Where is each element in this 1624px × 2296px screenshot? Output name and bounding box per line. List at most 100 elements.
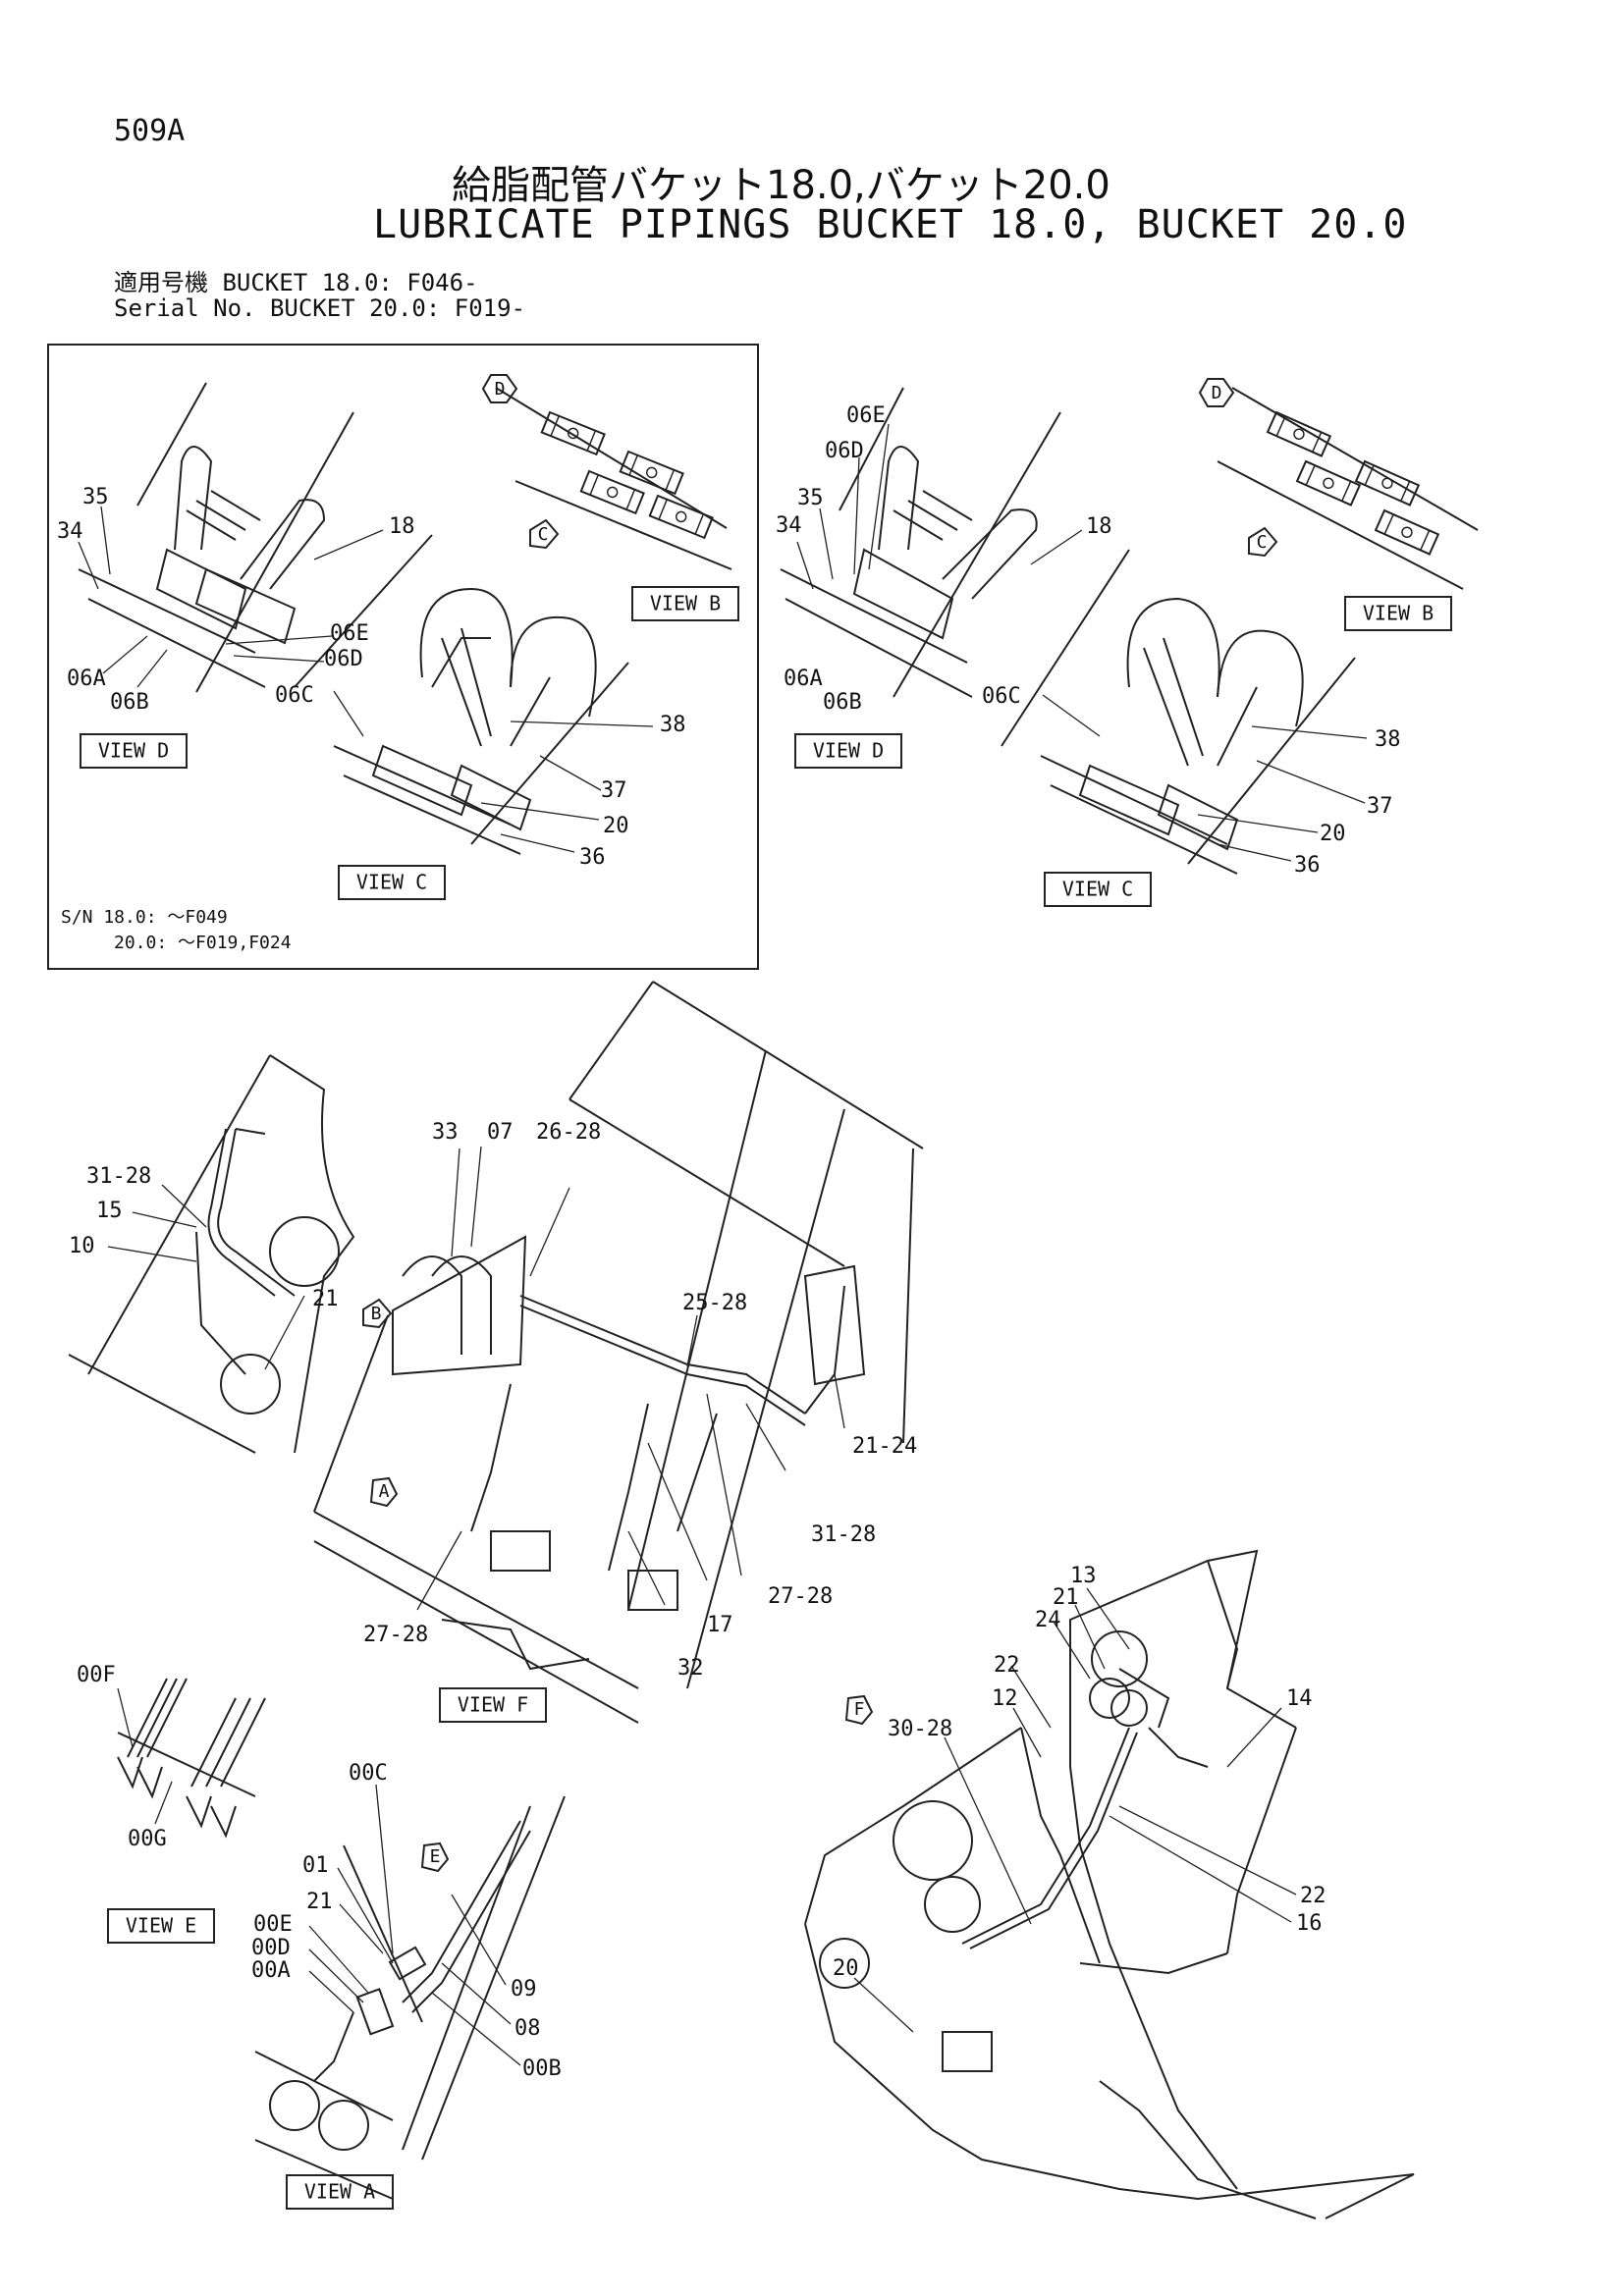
right-marker-c: C [1257,532,1268,553]
marker-a: A [379,1481,390,1502]
view-f-label: VIEW F [458,1693,528,1717]
callout-b-22-bot: 22 [1300,1884,1326,1908]
callout-f-17: 17 [707,1613,733,1637]
callout-inset-37: 37 [601,778,627,803]
callout-b-16: 16 [1296,1911,1323,1936]
callout-f-21-24: 21-24 [852,1434,917,1459]
callout-a-00e: 00E [253,1912,293,1937]
inset-view-d-drawing [78,382,354,693]
title-english: LUBRICATE PIPINGS BUCKET 18.0, BUCKET 20… [373,202,1408,247]
inset-marker-d-shape [481,374,518,403]
callout-r-06c: 06C [982,684,1021,709]
callout-r-06b: 06B [823,690,862,715]
callout-r-18: 18 [1086,514,1112,539]
inset-marker-d: D [495,379,506,400]
marker-f-shape [844,1694,874,1726]
callout-inset-36: 36 [579,845,606,870]
right-view-d-panel [1217,387,1479,590]
callout-b-13: 13 [1070,1564,1097,1588]
view-e-label: VIEW E [126,1914,196,1938]
callout-inset-06e: 06E [330,621,369,646]
callout-inset-06a: 06A [67,667,106,691]
view-b-box [1344,596,1452,631]
view-b-label: VIEW B [1363,602,1434,625]
callout-inset-06c: 06C [275,683,314,708]
callout-r-06a: 06A [784,667,823,691]
callout-b-21: 21 [1053,1585,1079,1610]
callout-inset-35: 35 [82,485,109,509]
inset-marker-c-shape [529,518,560,550]
callout-inset-18: 18 [389,514,415,539]
view-f-box [439,1687,547,1723]
inset-marker-c: C [538,524,549,545]
callout-b-12: 12 [992,1686,1018,1711]
inset-view-b-label: VIEW B [650,592,721,615]
serial-line-1: 適用号機 BUCKET 18.0: F046- [114,269,478,296]
callout-f-07: 07 [487,1120,514,1145]
callout-f-31-28: 31-28 [811,1522,876,1547]
callout-r-38: 38 [1375,727,1401,752]
inset-view-d-panel [495,387,732,570]
right-marker-d-shape [1198,378,1235,407]
marker-f: F [854,1699,865,1720]
inset-serial-line-1: S/N 18.0: ～F049 [61,907,228,928]
callout-a-00a: 00A [251,1958,291,1983]
inset-view-c-label: VIEW C [356,871,427,894]
inset-view-d-label: VIEW D [98,739,169,763]
callout-b-20: 20 [833,1956,859,1981]
callout-l-15: 15 [96,1199,123,1223]
view-d-label: VIEW D [813,739,884,763]
callout-l-10: 10 [69,1234,95,1258]
view-f-drawing [313,981,924,1724]
leader-lines [78,423,1368,2066]
callout-f-27-28-l: 27-28 [363,1623,428,1647]
callout-e-00f: 00F [77,1663,116,1687]
left-arm-drawing [68,1054,355,1454]
view-d-box [794,733,902,769]
view-b-bucket-drawing [804,1549,1415,2219]
callout-inset-06d: 06D [324,647,363,671]
marker-b-shape [362,1298,393,1329]
inset-view-d-box [80,733,188,769]
callout-a-00b: 00B [522,2056,562,2081]
title-japanese: 給脂配管バケット18.0,バケット20.0 [452,163,1110,208]
callout-r-06d: 06D [825,439,864,463]
callout-a-21: 21 [306,1890,333,1914]
callout-b-14: 14 [1286,1686,1313,1711]
right-view-d-drawing [780,387,1061,698]
view-a-drawing [254,1795,566,2200]
callout-r-37: 37 [1367,794,1393,819]
view-e-box [107,1908,215,1944]
callout-a-01: 01 [302,1853,329,1878]
callout-r-34: 34 [776,513,802,538]
callout-l-21: 21 [312,1287,339,1311]
callout-r-36: 36 [1294,853,1321,878]
marker-e: E [430,1846,441,1867]
view-marker-shapes [362,374,1278,1873]
callout-f-25-28: 25-28 [682,1291,747,1315]
marker-b: B [371,1304,382,1324]
inset-serial-line-2: 20.0: ～F019,F024 [114,933,292,953]
callout-f-33: 33 [432,1120,459,1145]
marker-e-shape [420,1842,450,1873]
view-labels: VIEW B VIEW C VIEW D VIEW B VIEW C VIEW … [98,592,1434,2204]
callout-l-31-28: 31-28 [86,1164,151,1189]
inset-frame [47,344,759,970]
callout-b-24: 24 [1035,1608,1061,1632]
view-c-label: VIEW C [1062,878,1133,901]
callout-f-27-28-r: 27-28 [768,1584,833,1609]
callout-f-32: 32 [677,1656,704,1681]
callout-b-30-28: 30-28 [888,1717,952,1741]
view-a-label: VIEW A [304,2180,375,2204]
right-marker-c-shape [1248,526,1278,558]
inset-view-c-box [338,865,446,900]
callout-r-35: 35 [797,486,824,510]
callout-r-20: 20 [1320,822,1346,846]
callout-inset-34: 34 [57,519,83,544]
callout-a-00c: 00C [349,1761,388,1786]
callout-a-08: 08 [514,2016,541,2041]
view-markers: D C D C B A E F [371,379,1268,1867]
callout-a-00d: 00D [251,1936,291,1960]
callout-a-09: 09 [511,1977,537,2002]
view-a-box [286,2174,394,2210]
